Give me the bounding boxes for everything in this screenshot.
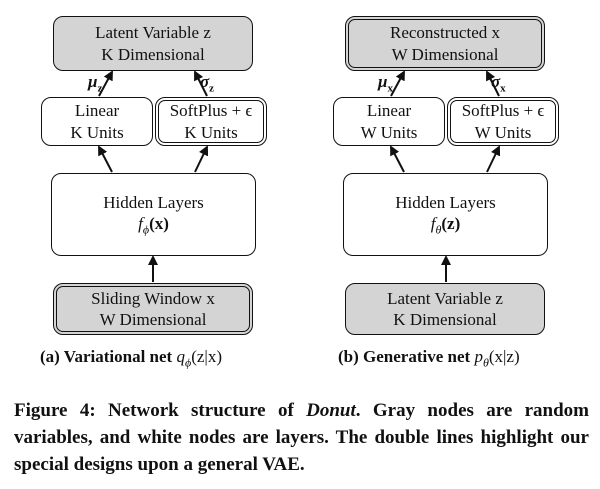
subcaption-generative-net: (b) Generative net pθ(x|z) <box>338 347 520 370</box>
arrow-hidden-to-linear-right <box>390 145 405 173</box>
figure-caption: Figure 4: Network structure of Donut. Gr… <box>14 400 590 475</box>
hidden-layers-function-generative: fθ(z) <box>430 213 461 237</box>
hidden-layers-node: Hidden Layers fϕ(x) <box>51 173 256 256</box>
mu-z-label: μz <box>88 72 103 95</box>
reconstructed-x-node: Reconstructed x W Dimensional <box>345 16 545 71</box>
hidden-layers-node-generative: Hidden Layers fθ(z) <box>343 173 548 256</box>
sliding-window-x-node: Sliding Window x W Dimensional <box>53 283 253 335</box>
arrow-hidden-to-softplus-left <box>194 145 209 173</box>
linear-w-units-node: Linear W Units <box>333 97 445 146</box>
linear-k-units-node: Linear K Units <box>41 97 153 146</box>
arrow-hidden-to-softplus-right <box>486 145 501 173</box>
arrow-hidden-to-linear-left <box>98 145 113 173</box>
sigma-z-label: σz <box>200 72 215 95</box>
latent-variable-z-input-node: Latent Variable z K Dimensional <box>345 283 545 335</box>
softplus-w-units-node: SoftPlus + ϵ W Units <box>447 97 559 146</box>
mu-x-label: μx <box>378 72 393 95</box>
hidden-layers-function: fϕ(x) <box>138 213 169 237</box>
latent-variable-z-node: Latent Variable z K Dimensional <box>53 16 253 71</box>
subcaption-variational-net: (a) Variational net qϕ(z|x) <box>40 347 222 370</box>
softplus-k-units-node: SoftPlus + ϵ K Units <box>155 97 267 146</box>
sigma-x-label: σx <box>491 72 506 95</box>
